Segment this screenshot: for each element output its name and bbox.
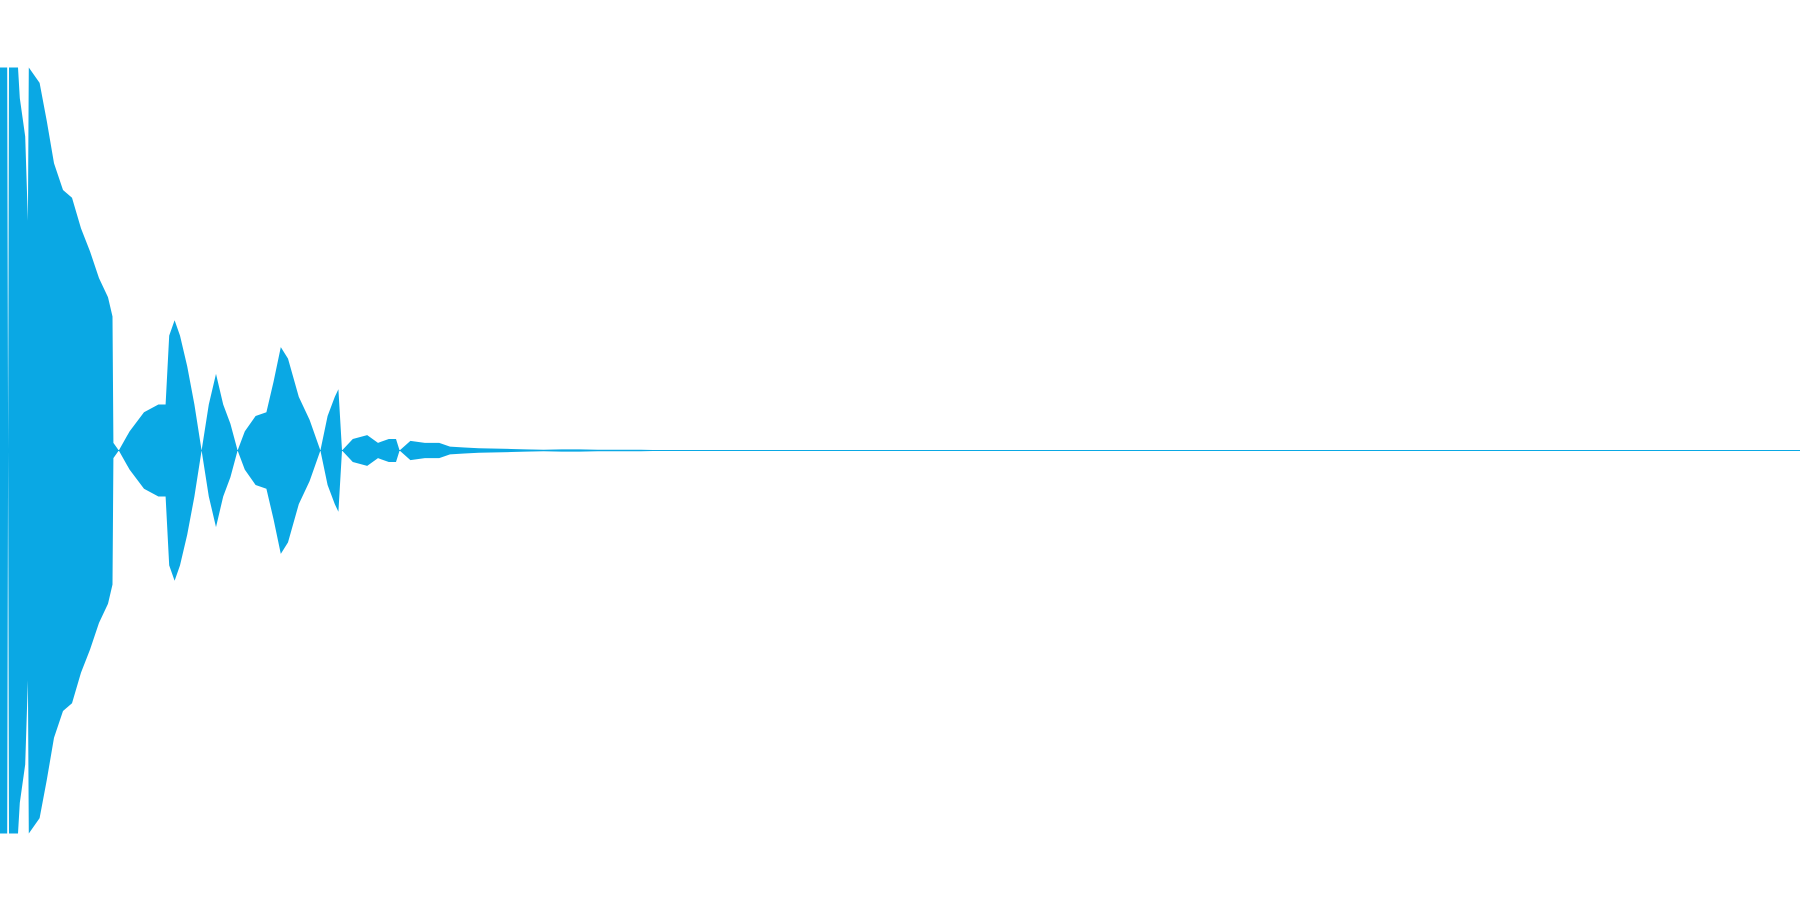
waveform-shape (0, 67, 1800, 834)
